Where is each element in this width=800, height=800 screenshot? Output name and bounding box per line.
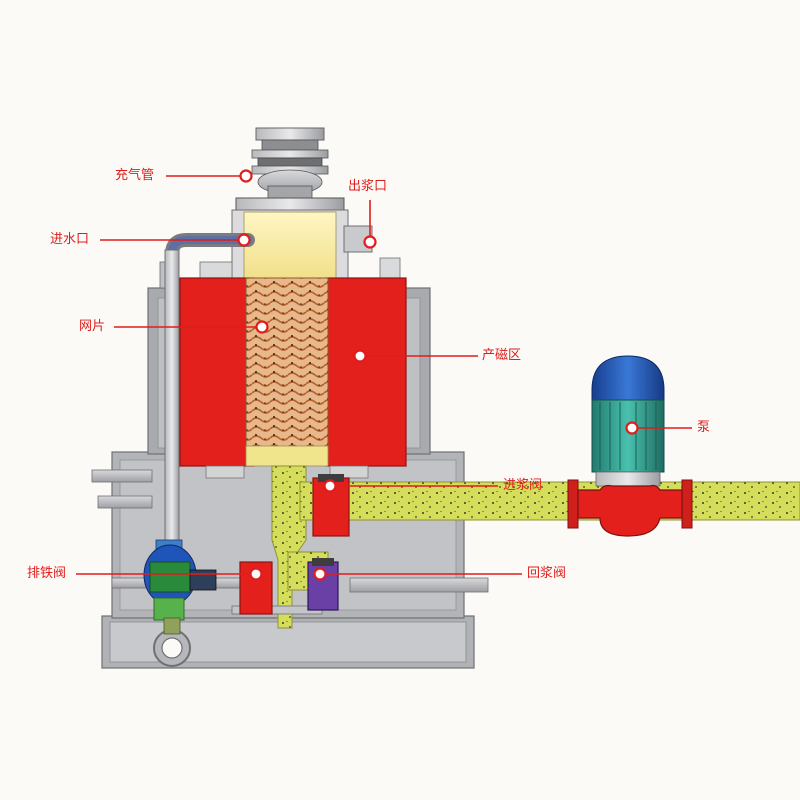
label-mesh: 网片 — [79, 319, 106, 334]
mesh-column — [245, 277, 329, 467]
marker-magnetic-zone — [353, 349, 367, 363]
slurry-inlet-valve-shape — [312, 474, 350, 537]
label-magnetic-zone: 产磁区 — [482, 348, 522, 363]
magnetic-zone — [179, 277, 407, 479]
marker-slurry-inlet-valve — [323, 479, 337, 493]
marker-water-inlet — [237, 233, 251, 247]
label-pump: 泵 — [697, 420, 711, 435]
slurry-channels — [271, 465, 800, 629]
marker-iron-discharge-valve — [249, 567, 263, 581]
iron-discharge-valve — [143, 539, 217, 667]
marker-gas-pipe — [239, 169, 253, 183]
label-markers — [237, 169, 639, 581]
label-slurry-outlet: 出浆口 — [348, 179, 388, 194]
pump — [567, 355, 693, 537]
top-assembly — [159, 127, 401, 289]
marker-slurry-return-valve — [313, 567, 327, 581]
label-gas-pipe: 充气管 — [115, 168, 155, 183]
leader-lines — [76, 175, 692, 575]
label-slurry-inlet-valve: 进浆阀 — [503, 478, 543, 493]
slurry-return-valve-shape — [307, 558, 339, 611]
marker-pump — [625, 421, 639, 435]
label-slurry-return-valve: 回浆阀 — [527, 566, 567, 581]
marker-mesh — [255, 320, 269, 334]
label-iron-discharge-valve: 排铁阀 — [27, 566, 67, 581]
label-water-inlet: 进水口 — [50, 232, 90, 247]
marker-slurry-outlet — [363, 235, 377, 249]
